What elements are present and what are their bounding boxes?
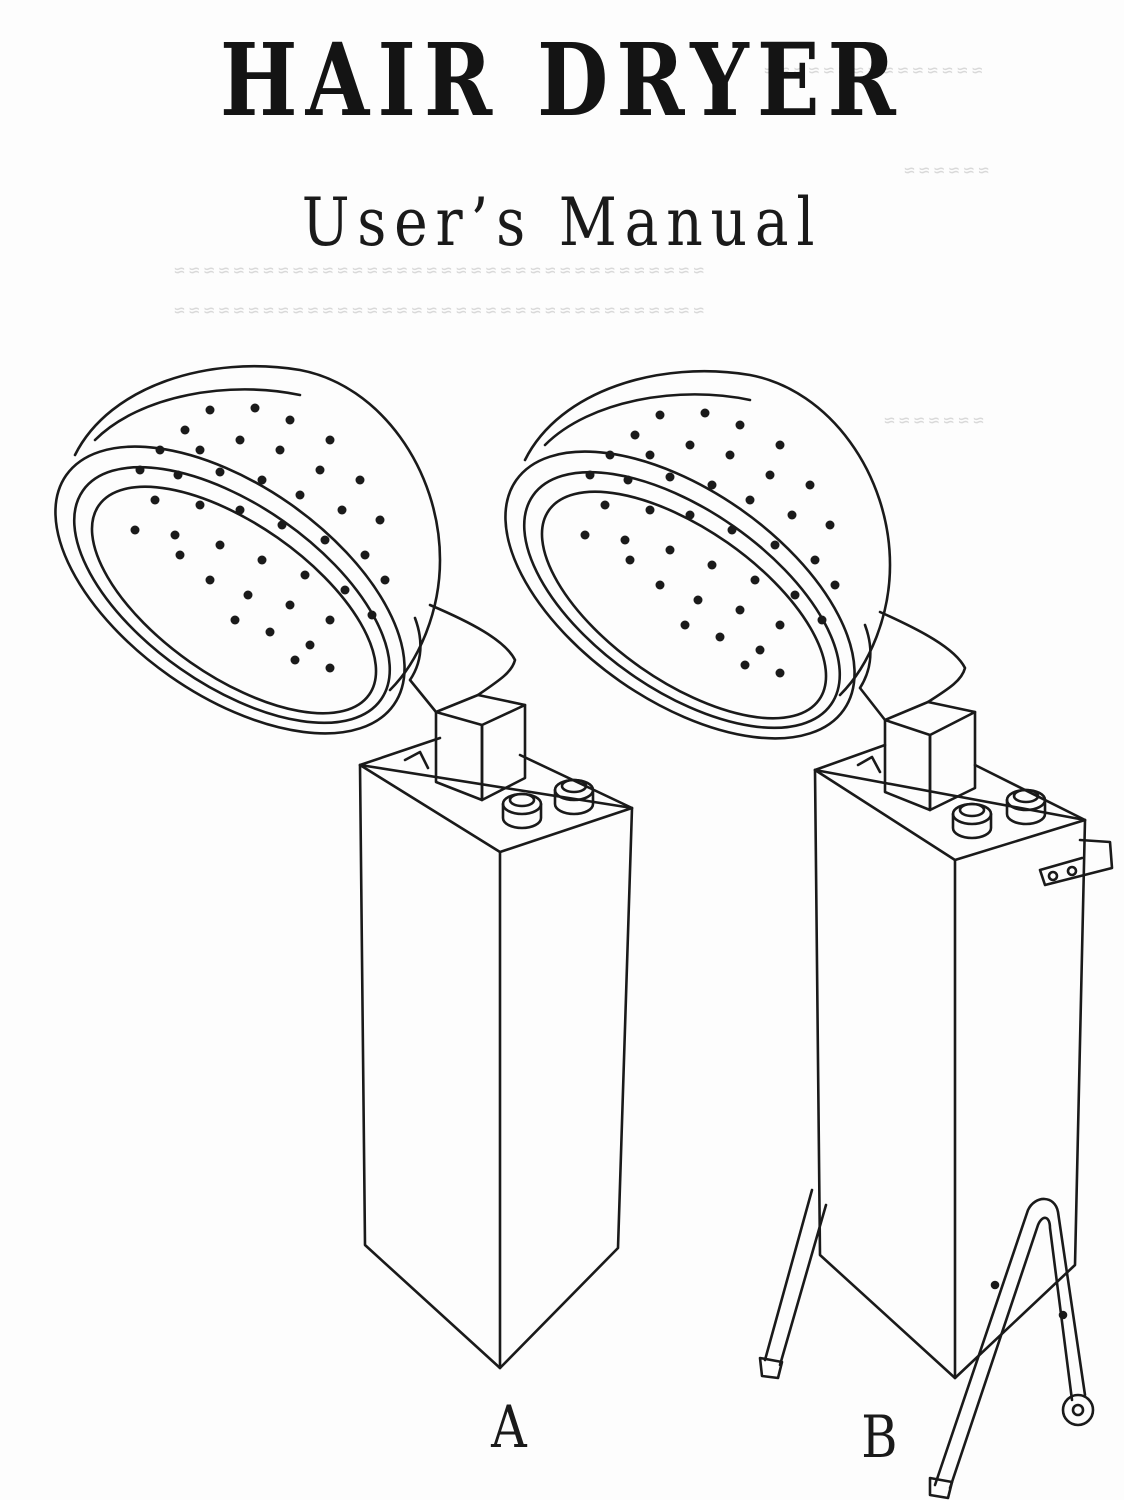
manual-title: HAIR DRYER xyxy=(219,21,905,139)
dryer-b-wheel-hub xyxy=(1071,1403,1085,1417)
dryer-a-hood-outer-rim xyxy=(54,445,406,735)
dryer-a-knob-right xyxy=(553,778,595,816)
dryer-a-column-side xyxy=(480,703,527,802)
dryer-b-hood-rim-top xyxy=(543,393,752,447)
dryer-b-front-leg-foot xyxy=(758,1356,784,1380)
figure-label-a: A xyxy=(491,1393,527,1461)
dryer-b-arm-outer xyxy=(878,610,967,704)
dryer-b-knob-left xyxy=(951,802,993,840)
dryer-b-wheel xyxy=(1061,1393,1095,1427)
dryer-a-column-front xyxy=(434,710,484,802)
dryer-a-vent xyxy=(403,750,430,770)
figure-label-b: B xyxy=(861,1403,898,1471)
dryer-a-hood-rim-top xyxy=(93,388,302,442)
dryer-b-rear-leg-foot xyxy=(928,1476,954,1500)
dryer-b-hood-shell xyxy=(523,369,892,697)
dryer-a-cabinet-top-right xyxy=(518,753,634,810)
dryer-b-cabinet-top-back xyxy=(813,743,887,772)
dryer-a-arm-outer xyxy=(428,603,517,697)
dryer-b-cabinet-top-right xyxy=(973,763,1087,822)
dryer-a-hood-inner-rim xyxy=(90,485,378,715)
dryer-b-column-front xyxy=(883,718,932,812)
dryer-b-vent-holes xyxy=(580,408,840,678)
dryer-a-cabinet xyxy=(358,763,634,1370)
dryer-b-column-side xyxy=(928,710,977,812)
dryer-b-cabinet xyxy=(813,768,1087,1380)
dryer-a-column-top xyxy=(434,693,527,714)
dryer-a-arm-inner xyxy=(408,616,438,714)
dryer-a-hood-shell xyxy=(73,364,442,692)
dryer-b-frame-rivet xyxy=(990,1280,1000,1290)
dryer-b-bracket-screw xyxy=(1047,870,1059,882)
dryer-b-illustration xyxy=(504,369,1114,1500)
dryer-b-arm-inner xyxy=(858,623,887,722)
dryer-b-frame-rivet xyxy=(1058,1310,1068,1320)
dryer-b-bracket-screw xyxy=(1066,865,1078,877)
dryer-b-knob-right xyxy=(1005,788,1047,826)
dryer-b-rear-frame-inner xyxy=(948,1216,1074,1490)
dryer-b-column-top xyxy=(883,700,977,722)
dryer-b-handle-bracket xyxy=(1038,838,1114,887)
dryer-a-illustration xyxy=(54,364,634,1370)
dryer-b-hood-outer-rim xyxy=(504,450,856,740)
dryer-a-vent-holes xyxy=(130,403,390,673)
manual-subtitle: User’s Manual xyxy=(301,184,823,261)
dryer-a-knob-left xyxy=(501,792,543,830)
dryer-b-hood-inner-rim xyxy=(540,490,828,720)
dryer-b-vent xyxy=(856,755,882,774)
dryer-b-rear-frame-outer xyxy=(933,1197,1087,1487)
dryer-b-front-leg xyxy=(763,1188,828,1367)
dryer-a-cabinet-top-back xyxy=(358,736,442,767)
